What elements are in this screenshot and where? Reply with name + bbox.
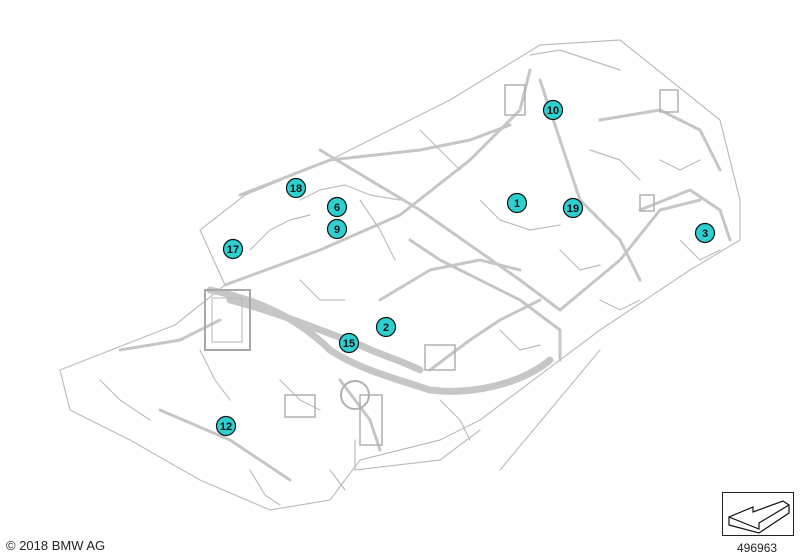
callout-circle <box>506 192 528 214</box>
callout-15[interactable]: 15 <box>338 332 360 354</box>
component-clusters <box>204 84 679 446</box>
callout-markers: 10 18 6 9 1 19 3 17 2 15 12 <box>215 99 716 437</box>
callout-3[interactable]: 3 <box>694 222 716 244</box>
callout-12[interactable]: 12 <box>215 415 237 437</box>
callout-2[interactable]: 2 <box>375 316 397 338</box>
callout-9[interactable]: 9 <box>326 218 348 240</box>
callout-circle <box>338 332 360 354</box>
callout-6[interactable]: 6 <box>326 196 348 218</box>
callout-label: 15 <box>343 338 355 350</box>
body-outline <box>59 39 741 511</box>
callout-label: 9 <box>334 224 340 236</box>
callout-label: 2 <box>383 322 389 334</box>
part-number: 496963 <box>737 541 778 555</box>
callout-17[interactable]: 17 <box>222 238 244 260</box>
callout-label: 12 <box>220 421 232 433</box>
callout-1[interactable]: 1 <box>506 192 528 214</box>
callout-circle <box>215 415 237 437</box>
navigation-box[interactable] <box>722 492 794 536</box>
callout-circle <box>222 238 244 260</box>
callout-label: 10 <box>547 105 559 117</box>
callout-18[interactable]: 18 <box>285 177 307 199</box>
callout-circle <box>285 177 307 199</box>
branch-wiring <box>99 49 721 506</box>
callout-label: 6 <box>334 202 340 214</box>
callout-label: 17 <box>227 244 239 256</box>
copyright-text: © 2018 BMW AG <box>6 538 106 553</box>
callout-label: 1 <box>514 198 520 210</box>
callout-circle <box>326 218 348 240</box>
callout-circle <box>694 222 716 244</box>
callout-label: 3 <box>702 228 708 240</box>
arrow-navigation-icon <box>727 500 791 534</box>
callout-label: 18 <box>290 183 302 195</box>
callout-19[interactable]: 19 <box>562 197 584 219</box>
callout-circle <box>562 197 584 219</box>
callout-10[interactable]: 10 <box>542 99 564 121</box>
callout-circle <box>326 196 348 218</box>
callout-circle <box>542 99 564 121</box>
callout-label: 19 <box>567 203 579 215</box>
main-harness <box>118 68 732 482</box>
callout-circle <box>375 316 397 338</box>
